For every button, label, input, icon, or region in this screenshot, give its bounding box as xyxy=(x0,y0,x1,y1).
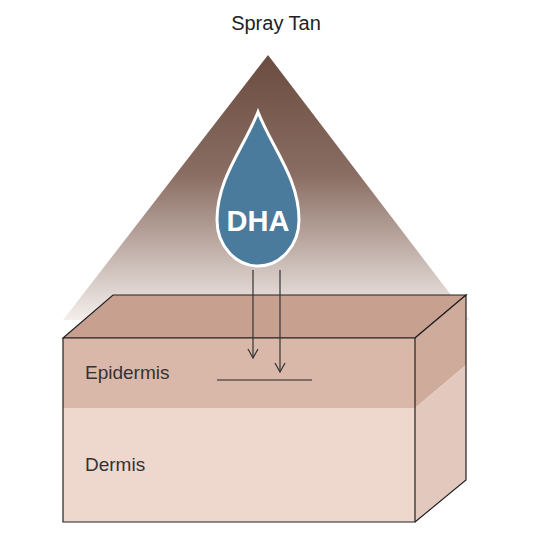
dermis-layer: Dermis xyxy=(63,408,415,522)
drop-shape xyxy=(214,108,302,270)
epidermis-layer: Epidermis xyxy=(63,338,415,408)
drop-label: DHA xyxy=(214,205,302,238)
dha-drop: DHA xyxy=(214,108,302,270)
epidermis-band xyxy=(63,338,415,408)
spray-cone xyxy=(63,55,470,320)
penetration-arrow xyxy=(279,270,280,372)
skin-top-face xyxy=(63,295,466,338)
dermis-band xyxy=(63,408,415,522)
box-outline xyxy=(63,338,415,522)
penetration-arrow xyxy=(252,270,253,358)
layer-label: Dermis xyxy=(63,454,145,476)
box-outline-side xyxy=(415,295,466,522)
skin-side-dermis xyxy=(415,365,466,522)
layer-label: Epidermis xyxy=(63,362,169,384)
marker-line xyxy=(217,379,312,380)
diagram-title: Spray Tan xyxy=(0,12,552,35)
